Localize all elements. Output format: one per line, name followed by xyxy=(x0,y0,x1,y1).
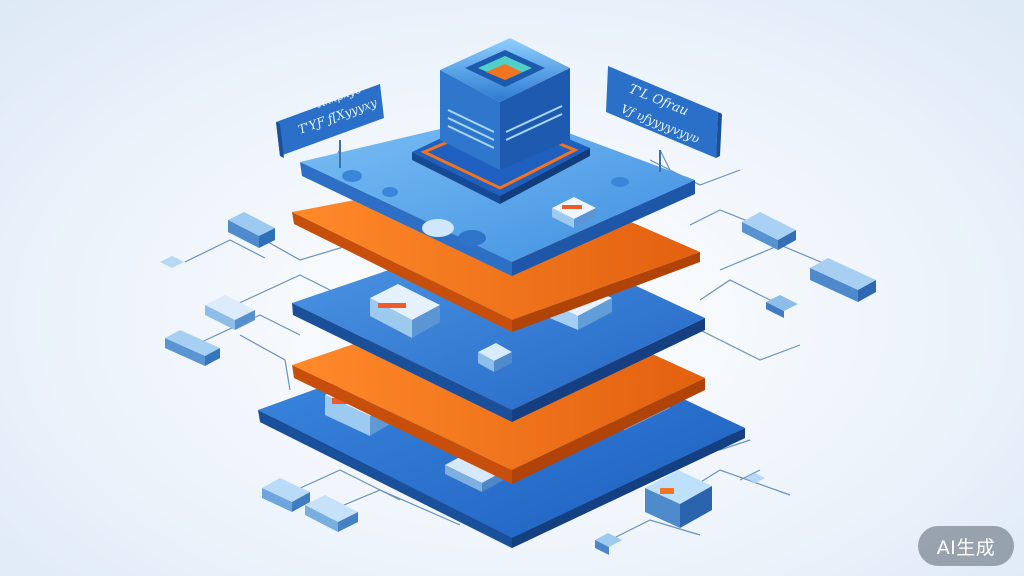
device-bottom-right xyxy=(645,470,712,528)
device-bottom-left-1 xyxy=(262,478,310,512)
top-pads xyxy=(342,170,629,246)
central-processor xyxy=(412,38,590,204)
ai-generated-badge: AI生成 xyxy=(918,526,1014,566)
device-bottom-center xyxy=(595,533,622,555)
sign-left: Rxxpxyo T'YƑ ƒ[Xyyyxy xyxy=(276,82,384,168)
device-right-1 xyxy=(742,212,796,250)
device-small-left xyxy=(160,256,184,268)
device-left-1 xyxy=(205,295,255,330)
device-top-left xyxy=(228,212,275,248)
device-small-right xyxy=(745,473,765,483)
device-bottom-left-2 xyxy=(305,495,358,532)
middle-component-left xyxy=(370,284,440,338)
device-right-2 xyxy=(810,258,876,302)
middle-small-module xyxy=(478,343,512,372)
device-left-2 xyxy=(165,330,220,366)
device-right-3 xyxy=(766,295,798,318)
top-right-module xyxy=(552,197,596,228)
peripheral-devices xyxy=(160,212,876,555)
